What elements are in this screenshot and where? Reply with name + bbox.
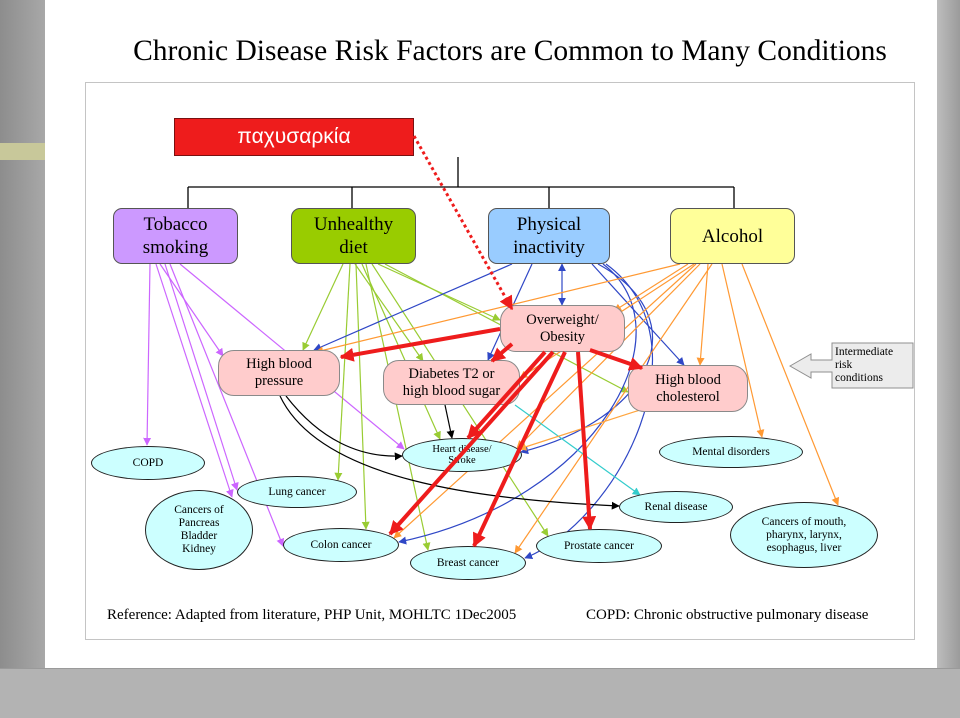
risk-factor-label: Unhealthy diet xyxy=(313,214,394,258)
condition-renal-disease: Renal disease xyxy=(619,491,733,523)
reference-note: Reference: Adapted from literature, PHP … xyxy=(107,607,517,623)
condition-copd: COPD xyxy=(91,446,205,480)
intermediate-label: Diabetes T2 or high blood sugar xyxy=(402,365,501,399)
condition-label: Cancers of Pancreas Bladder Kidney xyxy=(174,504,224,555)
intermediate-cholesterol: High blood cholesterol xyxy=(628,365,748,412)
risk-factor-tobacco: Tobacco smoking xyxy=(113,208,238,264)
condition-label: Renal disease xyxy=(644,500,708,513)
slide-right-margin xyxy=(937,0,960,668)
condition-pancreas-bladder-kidney-cancers: Cancers of Pancreas Bladder Kidney xyxy=(145,490,253,570)
diagram-frame xyxy=(85,82,915,640)
condition-label: Prostate cancer xyxy=(564,539,634,552)
slide-accent-band xyxy=(0,143,45,160)
risk-factor-label: Tobacco smoking xyxy=(142,214,209,258)
slide-title: Chronic Disease Risk Factors are Common … xyxy=(133,35,887,67)
slide-bottom-margin xyxy=(0,668,960,718)
risk-factor-alcohol: Alcohol xyxy=(670,208,795,264)
condition-label: Heart disease/ Stroke xyxy=(432,444,492,466)
intermediate-diabetes: Diabetes T2 or high blood sugar xyxy=(383,360,520,405)
condition-heart-disease-stroke: Heart disease/ Stroke xyxy=(402,438,522,472)
condition-label: Mental disorders xyxy=(692,445,770,458)
risk-factor-label: Alcohol xyxy=(701,225,764,247)
obesity-greek-label-box: παχυσαρκία xyxy=(174,118,414,156)
intermediate-legend-label: Intermediate risk conditions xyxy=(835,346,894,384)
slide-left-margin xyxy=(0,0,45,668)
condition-label: Lung cancer xyxy=(268,485,326,498)
obesity-greek-label: παχυσαρκία xyxy=(237,125,351,148)
condition-breast-cancer: Breast cancer xyxy=(410,546,526,580)
condition-lung-cancer: Lung cancer xyxy=(237,476,357,508)
intermediate-blood-pressure: High blood pressure xyxy=(218,350,340,396)
condition-label: Cancers of mouth, pharynx, larynx, esoph… xyxy=(761,515,847,554)
risk-factor-diet: Unhealthy diet xyxy=(291,208,416,264)
condition-mouth-throat-liver-cancers: Cancers of mouth, pharynx, larynx, esoph… xyxy=(730,502,878,568)
risk-factor-label: Physical inactivity xyxy=(513,214,585,258)
risk-factor-inactivity: Physical inactivity xyxy=(488,208,610,264)
intermediate-obesity: Overweight/ Obesity xyxy=(500,305,625,352)
intermediate-legend-arrow: Intermediate risk conditions xyxy=(789,342,915,390)
condition-colon-cancer: Colon cancer xyxy=(283,528,399,562)
condition-label: Colon cancer xyxy=(310,538,372,551)
condition-prostate-cancer: Prostate cancer xyxy=(536,529,662,563)
condition-label: Breast cancer xyxy=(436,556,500,569)
condition-label: COPD xyxy=(132,456,164,469)
intermediate-label: High blood pressure xyxy=(246,356,312,389)
intermediate-label: Overweight/ Obesity xyxy=(526,311,599,345)
condition-mental-disorders: Mental disorders xyxy=(659,436,803,468)
abbreviation-note: COPD: Chronic obstructive pulmonary dise… xyxy=(586,607,869,623)
intermediate-label: High blood cholesterol xyxy=(655,371,721,405)
